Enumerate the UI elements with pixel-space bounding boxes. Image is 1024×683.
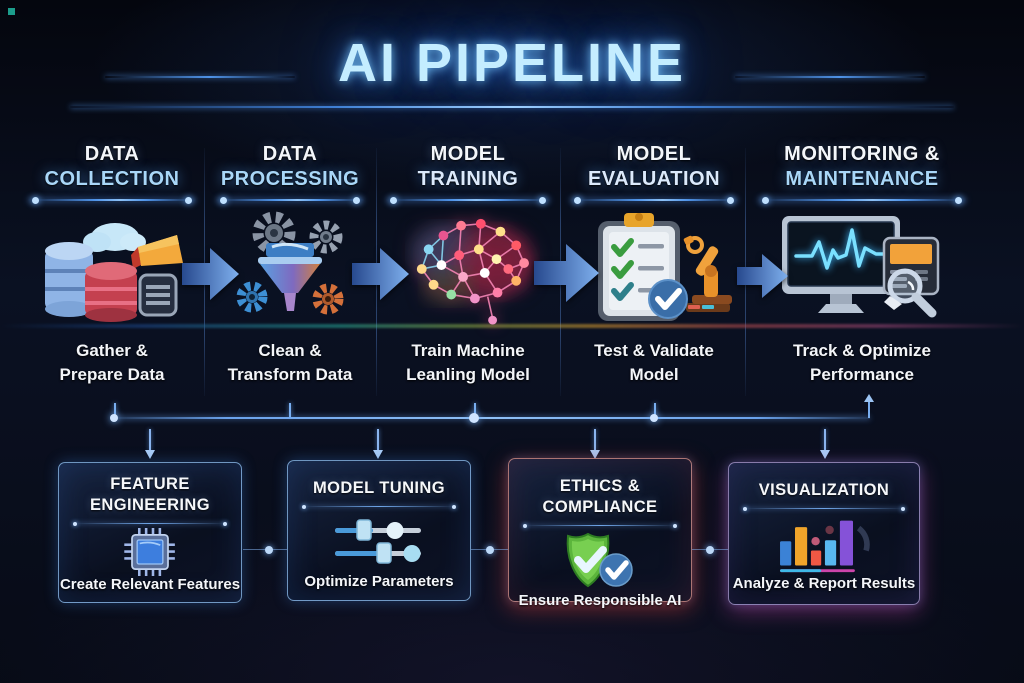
megaphone-icon — [131, 234, 183, 269]
gray-database-icon — [138, 273, 178, 316]
connector-rail — [113, 417, 870, 419]
subbox-feature-engineering: FEATURE ENGINEERING Cre — [58, 462, 242, 603]
stage-caption: Clean & Transform Data — [227, 341, 353, 384]
flow-arrow-icon — [534, 244, 599, 302]
subbox-link — [243, 545, 287, 554]
icon-wrap — [288, 511, 470, 573]
sliders-icon — [335, 519, 421, 564]
page-title: AI PIPELINE — [337, 33, 687, 93]
stage-heading: MODEL EVALUATION — [587, 143, 721, 190]
neural-brain-icon — [411, 218, 532, 325]
stage-heading: DATA COLLECTION — [44, 143, 180, 190]
down-arrow — [149, 429, 151, 451]
subbox-title: FEATURE ENGINEERING — [90, 475, 210, 514]
down-arrowhead-icon — [589, 450, 600, 459]
stage-model-evaluation: MODEL EVALUATION — [564, 142, 744, 387]
title-flank-line-left — [105, 76, 295, 78]
subbox-title: MODEL TUNING — [313, 479, 445, 497]
subbox-ethics-compliance: ETHICS & COMPLIANCE Ensure Responsible A… — [508, 458, 692, 609]
icon-wrap — [729, 513, 919, 575]
blue-database-icon — [45, 241, 93, 317]
shield-check-icon — [566, 532, 633, 588]
spectrum-glow-line — [0, 324, 1024, 328]
icon-wrap — [752, 207, 972, 329]
icon-wrap — [509, 530, 691, 592]
icon-wrap — [210, 207, 370, 329]
icon-wrap — [380, 207, 556, 329]
down-arrow — [377, 429, 379, 451]
rail-dot — [650, 414, 658, 422]
stage-heading: MODEL TRAINING — [417, 143, 519, 190]
magnifier-icon — [884, 268, 937, 318]
stage-monitoring-maintenance: MONITORING & MAINTENANCE — [752, 142, 972, 387]
stage-heading: MONITORING & MAINTENANCE — [784, 143, 940, 190]
icon-wrap — [564, 207, 744, 329]
subbox-visualization: VISUALIZATION Analyze & Report Results — [728, 462, 920, 605]
down-arrowhead-icon — [372, 450, 383, 459]
robot-arm-icon — [683, 235, 732, 312]
subbox-caption: Create Relevant Features — [59, 576, 241, 593]
title-flank-line-right — [735, 76, 925, 78]
stage-caption: Gather & Prepare Data — [59, 341, 165, 384]
check-badge-icon — [648, 279, 688, 319]
heading-underline — [758, 196, 966, 204]
heading-underline — [28, 196, 196, 204]
flow-arrow-icon — [352, 248, 409, 300]
down-arrowhead-icon — [819, 450, 830, 459]
subbox-caption: Ensure Responsible AI — [518, 592, 682, 609]
stage-caption: Train Machine Leanling Model — [406, 341, 530, 384]
down-arrow — [594, 429, 596, 451]
rail-dot — [110, 414, 118, 422]
bar-chart-icon — [780, 520, 870, 573]
gear-icon — [312, 283, 344, 315]
stage-model-training: MODEL TRAINING — [380, 142, 556, 387]
chip-icon — [124, 528, 175, 576]
monitor-icon — [782, 216, 900, 313]
stage-heading: DATA PROCESSING — [220, 143, 360, 190]
subbox-title: VISUALIZATION — [758, 481, 890, 499]
rail-up-arrow — [868, 400, 870, 418]
gears-funnel-icon — [236, 211, 344, 315]
down-arrowhead-icon — [144, 450, 155, 459]
flow-arrow-icon — [182, 248, 239, 300]
rail-dot — [469, 413, 479, 423]
heading-underline — [386, 196, 550, 204]
red-database-icon — [85, 261, 137, 322]
stage-data-collection: DATA COLLECTION — [22, 142, 202, 387]
icon-wrap — [59, 528, 241, 576]
subbox-title: ETHICS & COMPLIANCE — [542, 477, 658, 516]
heading-underline — [216, 196, 364, 204]
heading-underline — [570, 196, 738, 204]
subbox-caption: Optimize Parameters — [304, 573, 454, 590]
subbox-caption: Analyze & Report Results — [732, 575, 916, 592]
funnel-icon — [258, 242, 322, 311]
checklist-robot-icon — [598, 213, 732, 321]
title-underline — [70, 106, 954, 108]
subbox-link — [692, 545, 728, 554]
flow-arrow-icon — [737, 254, 788, 298]
stage-data-processing: DATA PROCESSING — [210, 142, 370, 387]
rail-stub — [474, 403, 476, 417]
rail-stub — [289, 403, 291, 417]
subbox-model-tuning: MODEL TUNING Optimize Parameters — [287, 460, 471, 601]
stage-caption: Track & Optimize Performance — [793, 341, 931, 384]
rail-stub — [654, 403, 656, 417]
subbox-divider — [743, 506, 905, 511]
monitor-pulse-magnifier-icon — [782, 216, 940, 318]
gear-icon — [236, 281, 268, 313]
rail-stub — [114, 403, 116, 417]
subbox-divider — [302, 504, 456, 509]
stage-caption: Test & Validate Model — [594, 341, 714, 384]
subbox-link — [471, 545, 508, 554]
device-icon — [882, 236, 940, 296]
rail-up-arrowhead-icon — [864, 394, 874, 402]
databases-cloud-icon — [45, 222, 183, 322]
cloud-icon — [83, 222, 146, 252]
icon-wrap — [22, 207, 202, 329]
gear-icon — [309, 220, 343, 254]
subbox-divider — [523, 523, 677, 528]
corner-accent-square — [8, 8, 15, 15]
down-arrow — [824, 429, 826, 451]
subbox-divider — [73, 521, 227, 526]
